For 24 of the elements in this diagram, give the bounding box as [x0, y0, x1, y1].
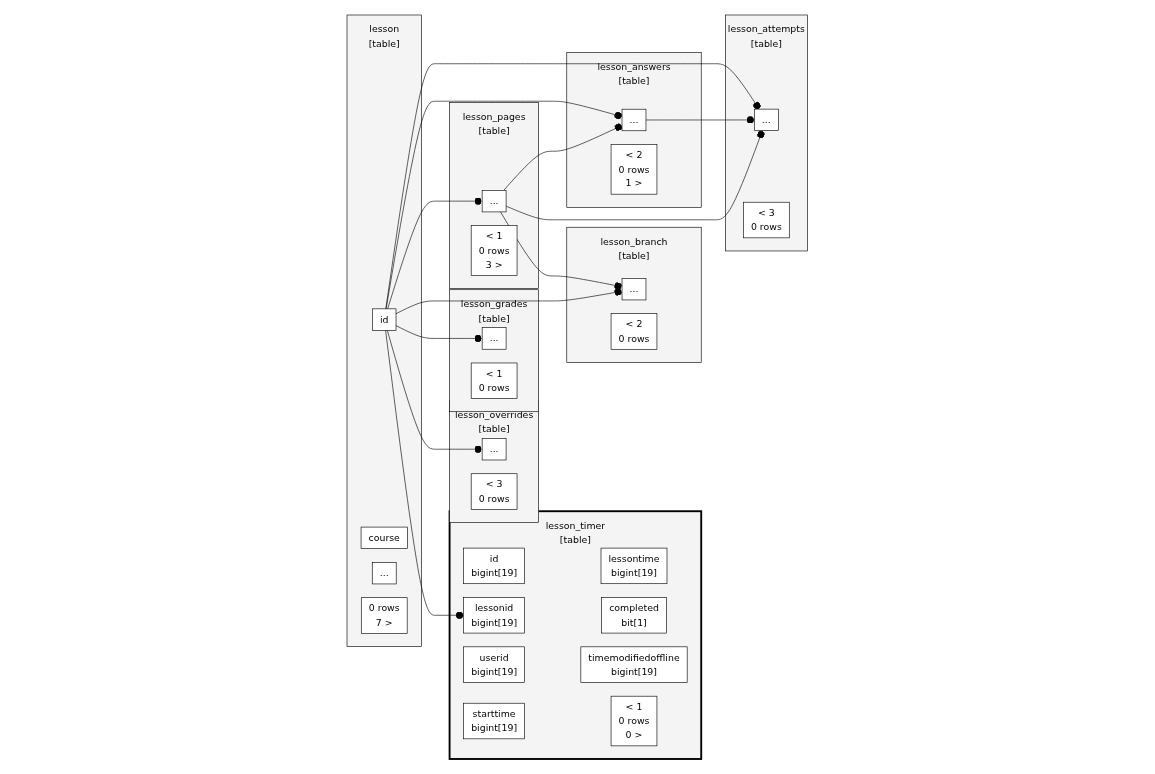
node-box: id [372, 308, 397, 331]
node-box: userid bigint[19] [463, 646, 526, 683]
node-box: completed bit[1] [601, 597, 667, 634]
node-box: < 2 0 rows 1 > [611, 144, 658, 195]
node-box: < 1 0 rows 3 > [471, 225, 518, 276]
node-box: ... [622, 108, 647, 132]
node-box: lessonid bigint[19] [463, 597, 526, 634]
node-box: ... [482, 438, 507, 461]
node-box: 0 rows 7 > [361, 597, 408, 634]
node-box: ... [372, 562, 397, 585]
node-box: ... [754, 108, 779, 131]
node-box: ... [622, 278, 647, 301]
node-box: lessontime bigint[19] [601, 547, 668, 584]
node-box: timemodifiedoffline bigint[19] [580, 646, 688, 683]
node-box: < 3 0 rows [743, 201, 790, 239]
node-box: < 1 0 rows [471, 362, 518, 399]
node-box: starttime bigint[19] [463, 702, 526, 740]
node-box: < 3 0 rows [471, 473, 518, 510]
node-box: ... [482, 327, 507, 350]
node-box: < 2 0 rows [611, 313, 658, 350]
node-box: course [361, 526, 409, 549]
node-box: id bigint[19] [463, 547, 526, 584]
node-box: ... [482, 190, 507, 213]
node-box: < 1 0 rows 0 > [611, 695, 658, 747]
